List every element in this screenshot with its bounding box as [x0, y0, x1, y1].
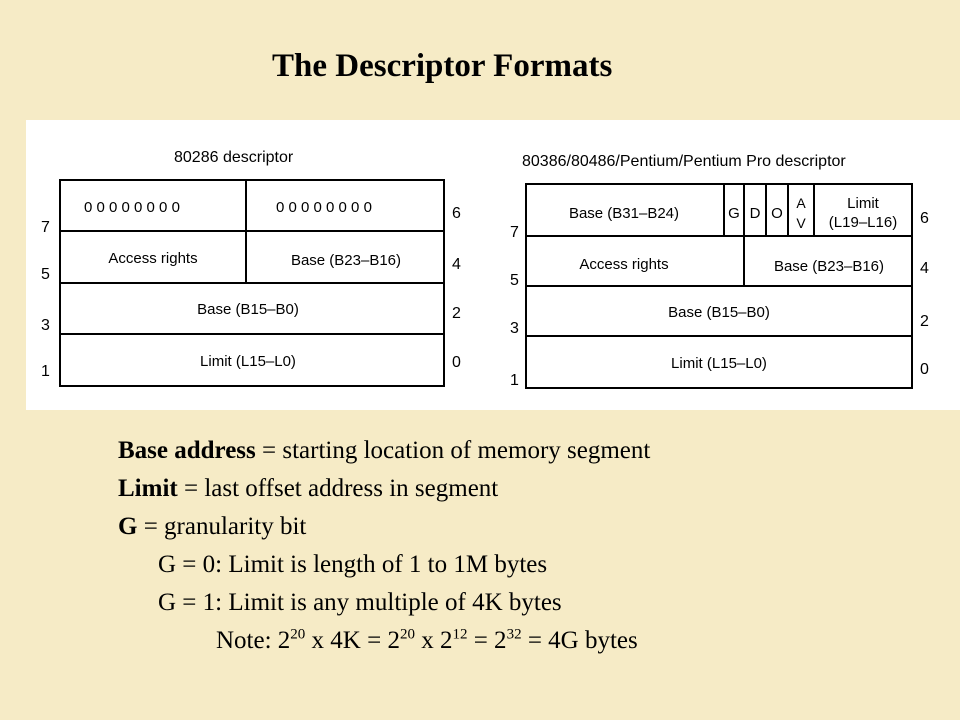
base-b23-b16-label: Base (B23–B16)	[774, 258, 884, 275]
byte-number-right: 0	[920, 361, 929, 378]
byte-number-left: 7	[510, 224, 519, 241]
exponent: 32	[506, 626, 522, 643]
descriptor-diagrams: 80286 descriptor 0 0 0 0 0 0 0 0 0 0 0 0…	[41, 149, 929, 389]
base-b23-b16-label: Base (B23–B16)	[291, 252, 401, 269]
byte-number-left: 3	[510, 320, 519, 337]
byte-number-right: 2	[920, 313, 929, 330]
g0-definition: G = 0: Limit is length of 1 to 1M bytes	[158, 551, 548, 578]
byte-number-left: 5	[510, 272, 519, 289]
byte-number-right: 4	[452, 256, 461, 273]
av-bit-label-v: V	[796, 215, 806, 231]
byte-number-left: 3	[41, 317, 50, 334]
note-part: = 2	[467, 627, 507, 654]
definitions: Base address = starting location of memo…	[118, 432, 650, 660]
descriptor-80386: 80386/80486/Pentium/Pentium Pro descript…	[510, 153, 929, 389]
g1-definition: G = 1: Limit is any multiple of 4K bytes	[158, 589, 562, 616]
term: G	[118, 513, 138, 540]
note-part: Note: 2	[216, 627, 291, 654]
note-line: Note: 220 x 4K = 220 x 212 = 232 = 4G by…	[118, 622, 650, 660]
definition: = last offset address in segment	[177, 475, 499, 502]
exponent: 20	[290, 626, 306, 643]
descriptor-figure: 80286 descriptor 0 0 0 0 0 0 0 0 0 0 0 0…	[26, 120, 960, 410]
base-b15-b0-label: Base (B15–B0)	[197, 301, 299, 318]
g-bit-label: G	[728, 205, 740, 222]
byte-number-left: 1	[510, 372, 519, 389]
byte-number-right: 0	[452, 354, 461, 371]
byte-number-left: 5	[41, 266, 50, 283]
d-bit-label: D	[750, 205, 761, 222]
note-part: x 4K = 2	[305, 627, 400, 654]
term: Limit	[118, 475, 178, 502]
zeros-left: 0 0 0 0 0 0 0 0	[84, 199, 180, 216]
definition: = starting location of memory segment	[255, 437, 651, 464]
o-bit-label: O	[771, 205, 783, 222]
base-address-definition: Base address = starting location of memo…	[118, 432, 650, 470]
caption-80386: 80386/80486/Pentium/Pentium Pro descript…	[522, 153, 846, 170]
limit-l15-l0-label: Limit (L15–L0)	[671, 355, 767, 372]
av-bit-label-a: A	[796, 195, 806, 211]
note-part: = 4G bytes	[521, 627, 638, 654]
byte-number-right: 6	[920, 210, 929, 227]
note-part: x 2	[414, 627, 453, 654]
byte-number-left: 7	[41, 219, 50, 236]
byte-number-right: 2	[452, 305, 461, 322]
zeros-right: 0 0 0 0 0 0 0 0	[276, 199, 372, 216]
caption-80286: 80286 descriptor	[174, 149, 294, 166]
access-rights-label: Access rights	[579, 256, 668, 273]
definition: = granularity bit	[137, 513, 307, 540]
limit-l15-l0-label: Limit (L15–L0)	[200, 353, 296, 370]
granularity-definition: G = granularity bit	[118, 508, 650, 546]
access-rights-label: Access rights	[108, 250, 197, 267]
descriptor-80286: 80286 descriptor 0 0 0 0 0 0 0 0 0 0 0 0…	[41, 149, 461, 387]
term: Base address	[118, 437, 256, 464]
base-b31-b24-label: Base (B31–B24)	[569, 205, 679, 222]
byte-number-right: 4	[920, 260, 929, 277]
byte-number-right: 6	[452, 205, 461, 222]
limit-definition: Limit = last offset address in segment	[118, 470, 650, 508]
exponent: 12	[452, 626, 468, 643]
byte-number-left: 1	[41, 363, 50, 380]
exponent: 20	[399, 626, 415, 643]
slide-title: The Descriptor Formats	[272, 48, 613, 84]
base-b15-b0-label: Base (B15–B0)	[668, 304, 770, 321]
limit-l19-l16-label: (L19–L16)	[829, 214, 897, 231]
limit-hi-label: Limit	[847, 195, 880, 212]
